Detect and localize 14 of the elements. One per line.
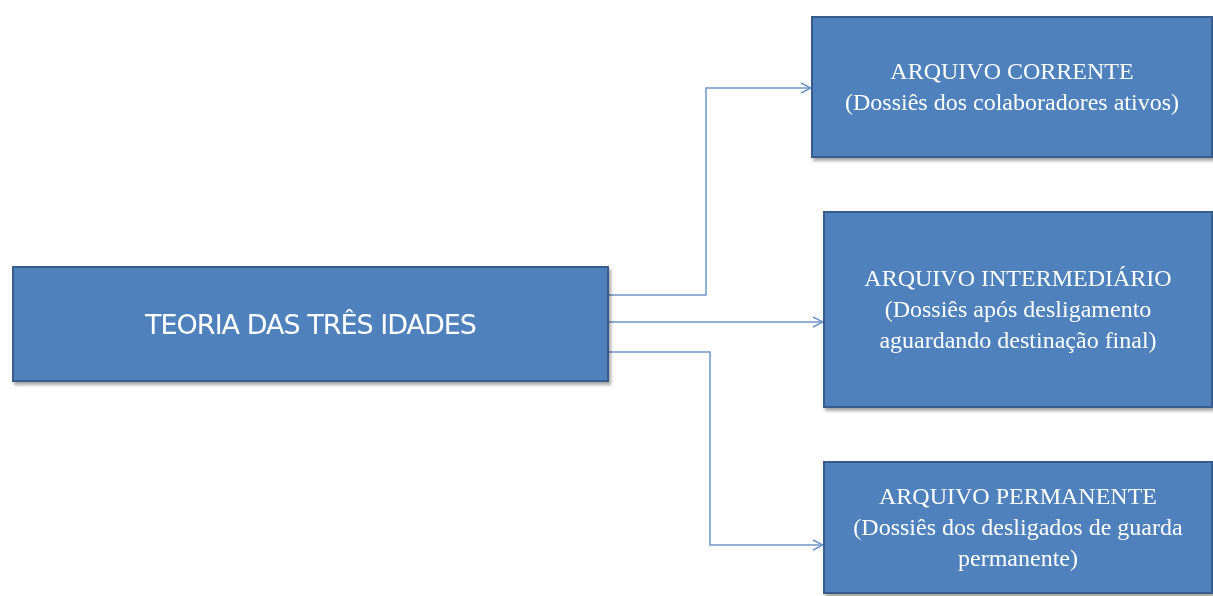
process-box [811, 16, 1213, 158]
process-box [823, 211, 1213, 408]
process-box [823, 461, 1213, 594]
box-title: TEORIA DAS TRÊS IDADES [145, 308, 476, 340]
box-title: ARQUIVO CORRENTE [889, 57, 1135, 86]
process-box [12, 266, 609, 382]
box-title: ARQUIVO INTERMEDIÁRIO [863, 264, 1173, 293]
box-title: ARQUIVO PERMANENTE [878, 482, 1158, 511]
arrow [608, 351, 824, 551]
box-description: (Dossiês dos desligados de guarda permanente) [852, 513, 1184, 573]
box-description: (Dossiês dos colaboradores ativos) [844, 88, 1180, 117]
box-description: (Dossiês após desligamento aguardando destinação final) [878, 295, 1158, 355]
arrow [608, 82, 812, 296]
arrow [608, 316, 824, 328]
